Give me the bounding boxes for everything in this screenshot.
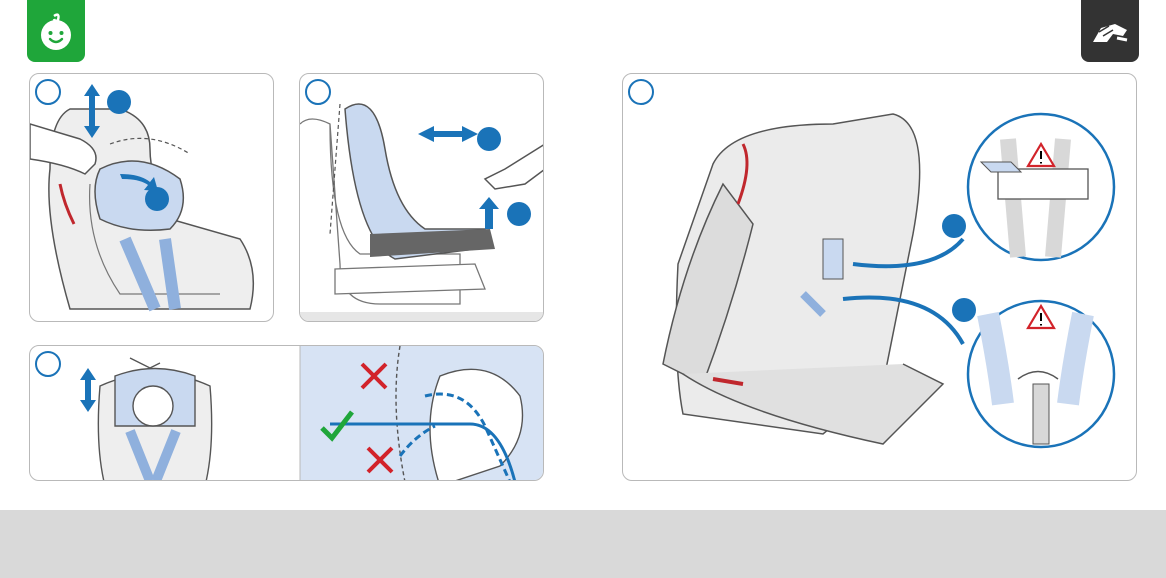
step-circle: [35, 351, 61, 377]
installation-tab: [1081, 0, 1139, 62]
step-circle: [35, 79, 61, 105]
baby-face-icon: [27, 0, 85, 62]
rear-belt-routing-illustration: [623, 74, 1137, 481]
panel-rear-view-belt-routing: [622, 73, 1137, 481]
recline-adjust-illustration: [300, 74, 544, 322]
step-circle: [305, 79, 331, 105]
hand-installation-icon: [1081, 0, 1139, 62]
headrest-adjust-illustration: [30, 74, 274, 322]
baby-tab: [27, 0, 85, 62]
harness-check-illustration: [30, 346, 544, 481]
panel-headrest-height: [29, 73, 274, 322]
step-circle: [628, 79, 654, 105]
panel-harness-height-check: [29, 345, 544, 481]
footer-band: [0, 510, 1166, 578]
panel-recline-position: [299, 73, 544, 322]
